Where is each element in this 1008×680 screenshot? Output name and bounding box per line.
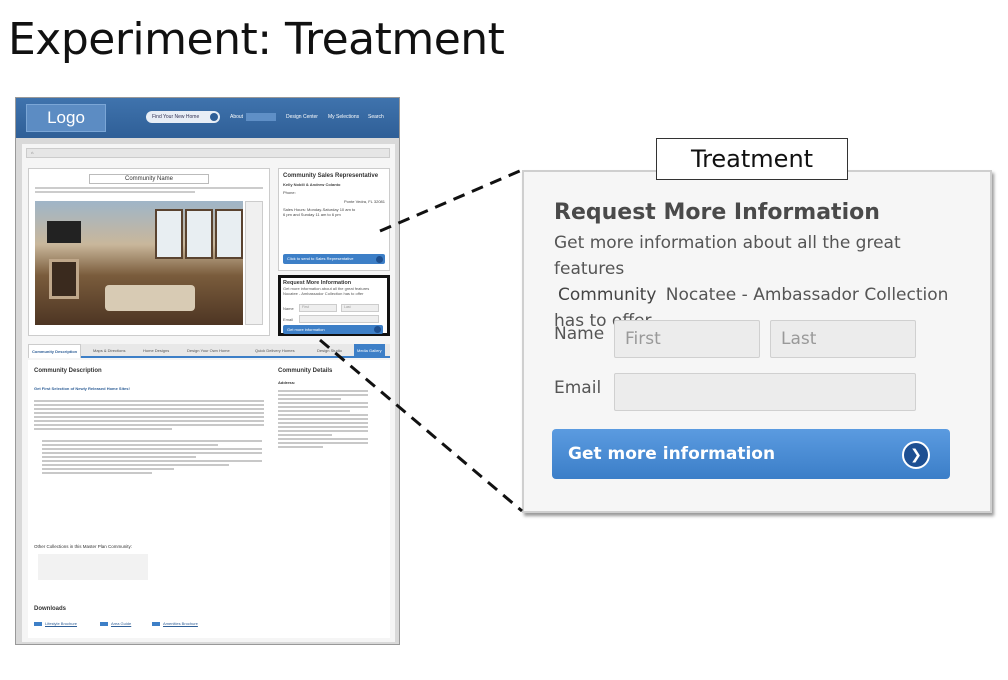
nav-design-center[interactable]: Design Center	[286, 114, 318, 120]
request-info-zoom: Request More Information Get more inform…	[522, 170, 992, 513]
pdf-icon	[152, 621, 160, 626]
tab-maps-directions[interactable]: Maps & Directions	[93, 348, 126, 353]
sales-hours: Sales Hours: Monday-Saturday 10 am to 6 …	[283, 207, 356, 217]
tab-community-description[interactable]: Community Description	[28, 344, 82, 358]
first-name-field[interactable]: First	[614, 320, 760, 358]
treatment-label: Treatment	[656, 138, 848, 180]
sales-phone-label: Phone:	[283, 190, 296, 195]
details-address-label: Address:	[278, 380, 296, 385]
tab-bar: Community Description Maps & Directions …	[28, 344, 390, 358]
chevron-right-icon	[374, 326, 381, 333]
request-mini-name-label: Name	[283, 306, 294, 311]
content-heading: Community Description	[34, 368, 102, 374]
chevron-right-icon	[376, 255, 383, 263]
content-area: Community Description Get First Selectio…	[28, 360, 390, 638]
tab-home-designs[interactable]: Home Designs	[143, 348, 170, 353]
chevron-right-icon: ❯	[902, 441, 930, 469]
site-header: Logo Find Your New Home About Design Cen…	[16, 98, 399, 138]
tab-quick-delivery-homes[interactable]: Quick Delivery Homes	[255, 348, 295, 353]
other-collections-label: Other Collections in this Master Plan Co…	[34, 544, 133, 549]
contact-sales-label: Click to send to Sales Representative	[287, 256, 354, 261]
tab-media-gallery[interactable]: Media Gallery	[354, 344, 385, 358]
community-photo[interactable]	[35, 201, 243, 325]
download-lifestyle-brochure[interactable]: Lifestyle Brochure	[34, 621, 77, 626]
site-logo[interactable]: Logo	[26, 104, 106, 132]
pdf-icon	[34, 621, 42, 626]
pdf-icon	[100, 621, 108, 626]
window-shape	[185, 209, 213, 259]
tab-design-studio[interactable]: Design Studio	[317, 348, 342, 353]
get-more-info-label: Get more information	[568, 444, 776, 464]
nav-about[interactable]: About	[230, 114, 244, 120]
details-list	[278, 390, 368, 450]
window-shape	[215, 209, 243, 259]
last-name-field[interactable]: Last	[770, 320, 916, 358]
community-panel: Community Name	[28, 168, 270, 336]
download-amenities-brochure[interactable]: Amenities Brochure	[152, 621, 198, 626]
request-info-text-prefix: Get more information about all the great…	[554, 233, 901, 279]
request-mini-button-label: Get more information	[287, 327, 325, 332]
download-area-guide[interactable]: Area Guide	[100, 621, 131, 626]
nav-search[interactable]: Search	[368, 114, 384, 120]
request-mini-email-label: Email	[283, 317, 294, 322]
email-field[interactable]	[614, 373, 916, 411]
details-heading: Community Details	[278, 368, 333, 374]
sofa-shape	[105, 285, 195, 311]
find-home-label: Find Your New Home	[152, 114, 200, 120]
sales-title: Community Sales Representative	[283, 173, 379, 179]
download-label: Area Guide	[111, 621, 132, 626]
community-name: Community Name	[89, 174, 209, 184]
request-mini-last[interactable]: Last	[341, 304, 379, 312]
nav-my-selections[interactable]: My Selections	[328, 114, 360, 120]
email-label: Email	[554, 378, 602, 398]
find-home-dropdown[interactable]: Find Your New Home	[146, 111, 220, 123]
sales-address: Ponte Vedra, FL 32081	[344, 199, 385, 204]
request-info-collection: Nocatee - Ambassador Collection	[665, 285, 949, 305]
window-shape	[155, 209, 183, 259]
contact-sales-button[interactable]: Click to send to Sales Representative	[283, 254, 385, 264]
name-label: Name	[554, 324, 605, 344]
request-mini-title: Request More Information	[283, 280, 352, 286]
get-more-info-button[interactable]: Get more information ❯	[552, 429, 950, 479]
other-collections-list	[38, 554, 148, 580]
feature-list	[42, 440, 262, 476]
request-info-text: Get more information about all the great…	[554, 230, 974, 334]
download-label: Amenities Brochure	[163, 621, 198, 626]
download-label: Lifestyle Brochure	[45, 621, 78, 626]
tab-design-your-own-home[interactable]: Design Your Own Home	[187, 348, 230, 353]
nav-blank	[246, 113, 276, 121]
community-placeholder: Community	[558, 285, 657, 305]
downloads-heading: Downloads	[34, 606, 67, 612]
site-body: ⌂ Community Name Community Sales Represe…	[22, 144, 395, 642]
request-info-title: Request More Information	[554, 200, 880, 225]
slide-title: Experiment: Treatment	[8, 14, 505, 65]
breadcrumb: ⌂	[26, 148, 390, 158]
community-intro	[35, 187, 263, 193]
tv-shape	[47, 221, 81, 243]
sales-rep-panel: Community Sales Representative Kelly Nob…	[278, 168, 390, 271]
photo-side-tabs[interactable]	[245, 201, 263, 325]
description-text	[34, 400, 264, 432]
sales-reps: Kelly Nobili & Andrew Colanto	[283, 182, 341, 187]
request-mini-text: Get more information about all the great…	[283, 286, 370, 296]
chevron-down-icon	[210, 113, 218, 121]
request-mini-first[interactable]: First	[299, 304, 337, 312]
fireplace-shape	[49, 259, 79, 299]
connector-top	[379, 168, 523, 233]
request-mini-button[interactable]: Get more information	[283, 325, 383, 334]
content-subheading: Get First Selection of Newly Released Ho…	[34, 386, 130, 391]
request-info-mini: Request More Information Get more inform…	[278, 275, 390, 336]
website-screenshot: Logo Find Your New Home About Design Cen…	[15, 97, 400, 645]
request-mini-email[interactable]	[299, 315, 379, 323]
